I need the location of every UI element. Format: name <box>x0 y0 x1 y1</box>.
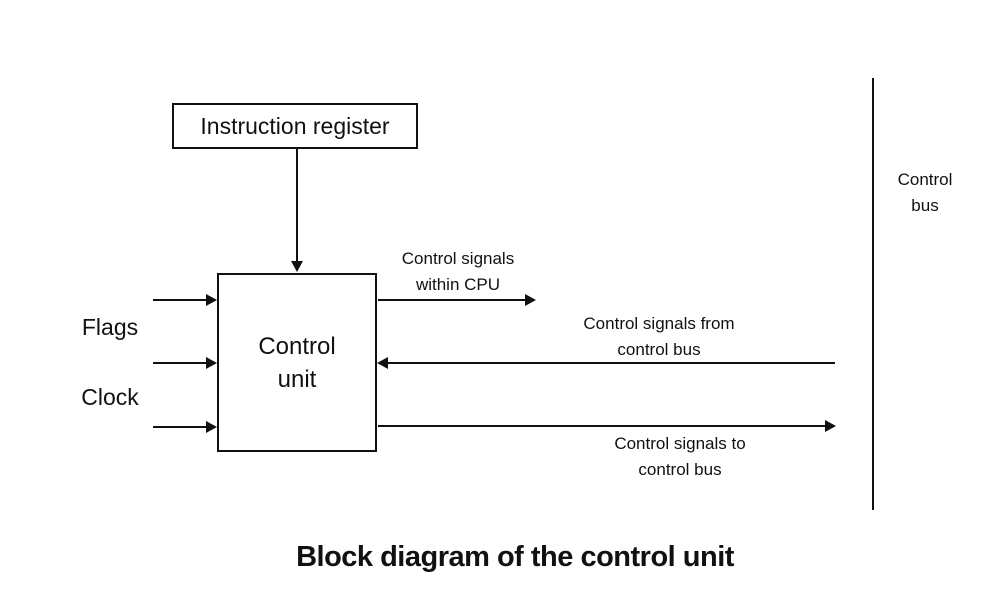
connector-to-bus-line <box>378 425 826 427</box>
diagram-caption: Block diagram of the control unit <box>296 541 734 573</box>
arrowhead-down-icon <box>291 261 303 272</box>
connector-within-cpu-line <box>378 299 526 301</box>
connector-input-top-line <box>153 299 207 301</box>
connector-ir-to-cu-line <box>296 149 298 262</box>
instruction-register-box: Instruction register <box>172 103 418 149</box>
connector-input-bottom-line <box>153 426 207 428</box>
arrowhead-right-icon <box>206 421 217 433</box>
control-unit-label: Control unit <box>258 332 336 393</box>
control-bus-line <box>872 78 874 510</box>
control-unit-box: Control unit <box>217 273 377 452</box>
signals-from-bus-label: Control signals from control bus <box>583 314 735 359</box>
signals-to-bus-label: Control signals to control bus <box>614 434 746 479</box>
flags-label: Flags <box>81 314 139 340</box>
instruction-register-label: Instruction register <box>200 112 390 139</box>
connector-from-bus-line <box>388 362 835 364</box>
arrowhead-right-icon <box>206 357 217 369</box>
control-bus-label: Control bus <box>897 170 953 215</box>
arrowhead-right-icon <box>206 294 217 306</box>
connector-input-middle-line <box>153 362 207 364</box>
arrowhead-left-icon <box>377 357 388 369</box>
arrowhead-right-icon <box>525 294 536 306</box>
signals-within-cpu-label: Control signals within CPU <box>401 249 515 294</box>
clock-label: Clock <box>81 384 139 410</box>
arrowhead-right-icon <box>825 420 836 432</box>
